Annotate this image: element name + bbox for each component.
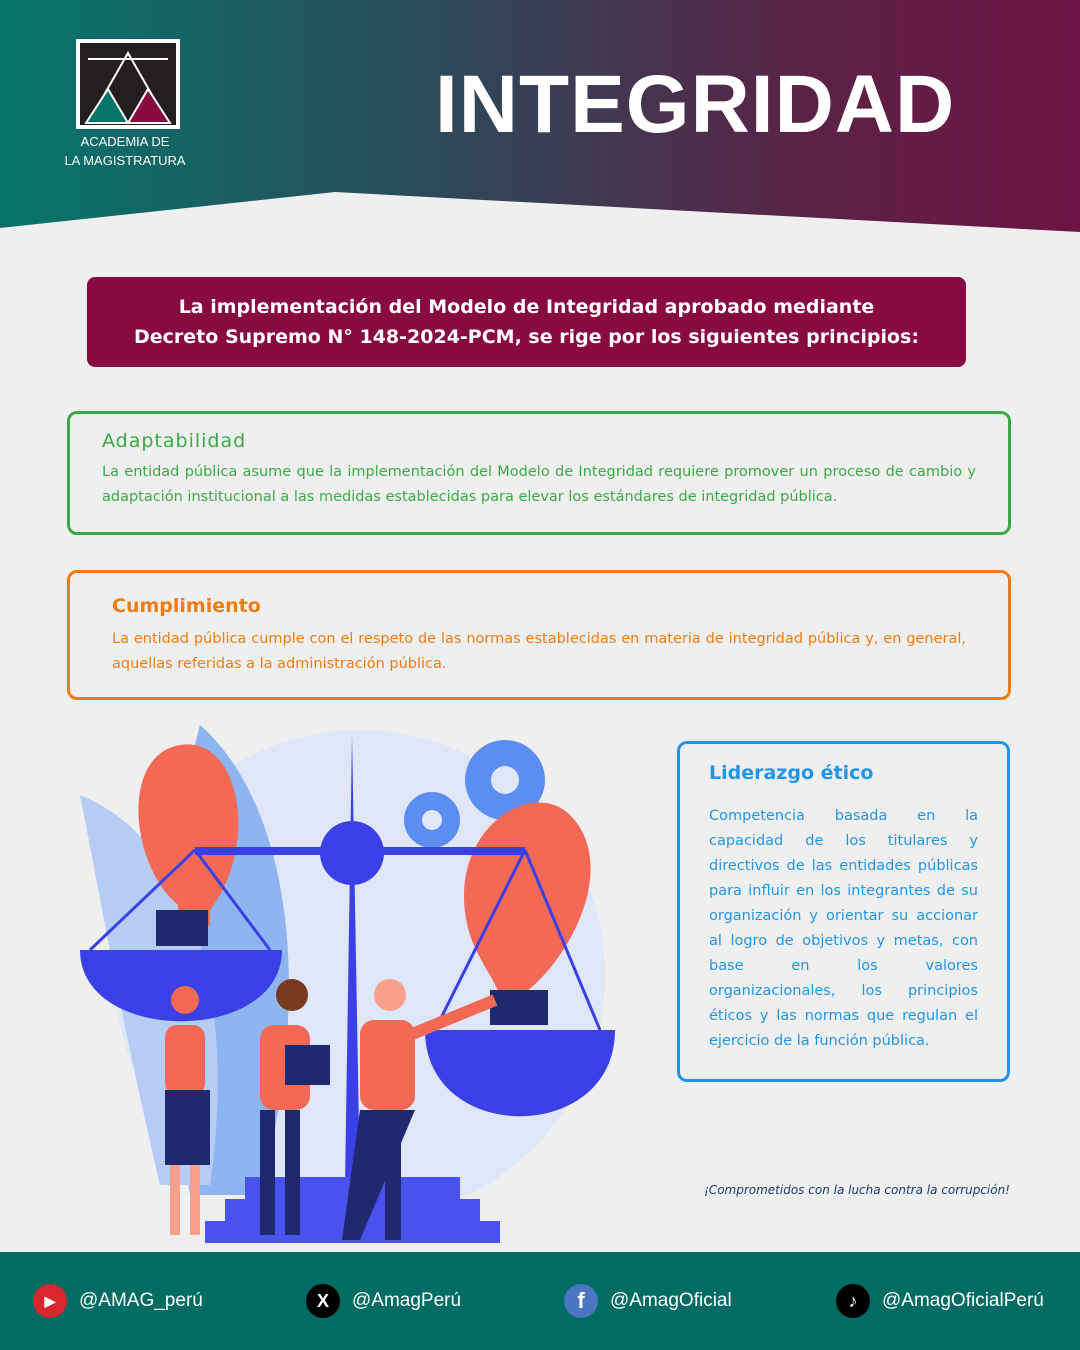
person-man-pointing	[342, 979, 498, 1240]
slogan: ¡Comprometidos con la lucha contra la co…	[704, 1183, 1010, 1197]
page-title: INTEGRIDAD	[435, 59, 956, 150]
social-facebook[interactable]: f@AmagOficial	[564, 1284, 732, 1318]
person-woman	[165, 986, 210, 1235]
facebook-icon: f	[564, 1284, 598, 1318]
tiktok-icon: ♪	[836, 1284, 870, 1318]
x-icon: X	[306, 1284, 340, 1318]
youtube-icon: ▶	[33, 1284, 67, 1318]
social-youtube[interactable]: ▶@AMAG_perú	[33, 1284, 203, 1318]
scale-illustration	[80, 725, 615, 1243]
header-banner	[0, 0, 1080, 232]
social-x[interactable]: X@AmagPerú	[306, 1284, 461, 1318]
intro-banner: La implementación del Modelo de Integrid…	[87, 277, 966, 367]
footer: ▶@AMAG_perú X@AmagPerú f@AmagOficial ♪@A…	[0, 1252, 1080, 1350]
amag-logo	[76, 39, 180, 129]
person-man-clipboard	[260, 979, 330, 1235]
social-tiktok[interactable]: ♪@AmagOficialPerú	[836, 1284, 1044, 1318]
